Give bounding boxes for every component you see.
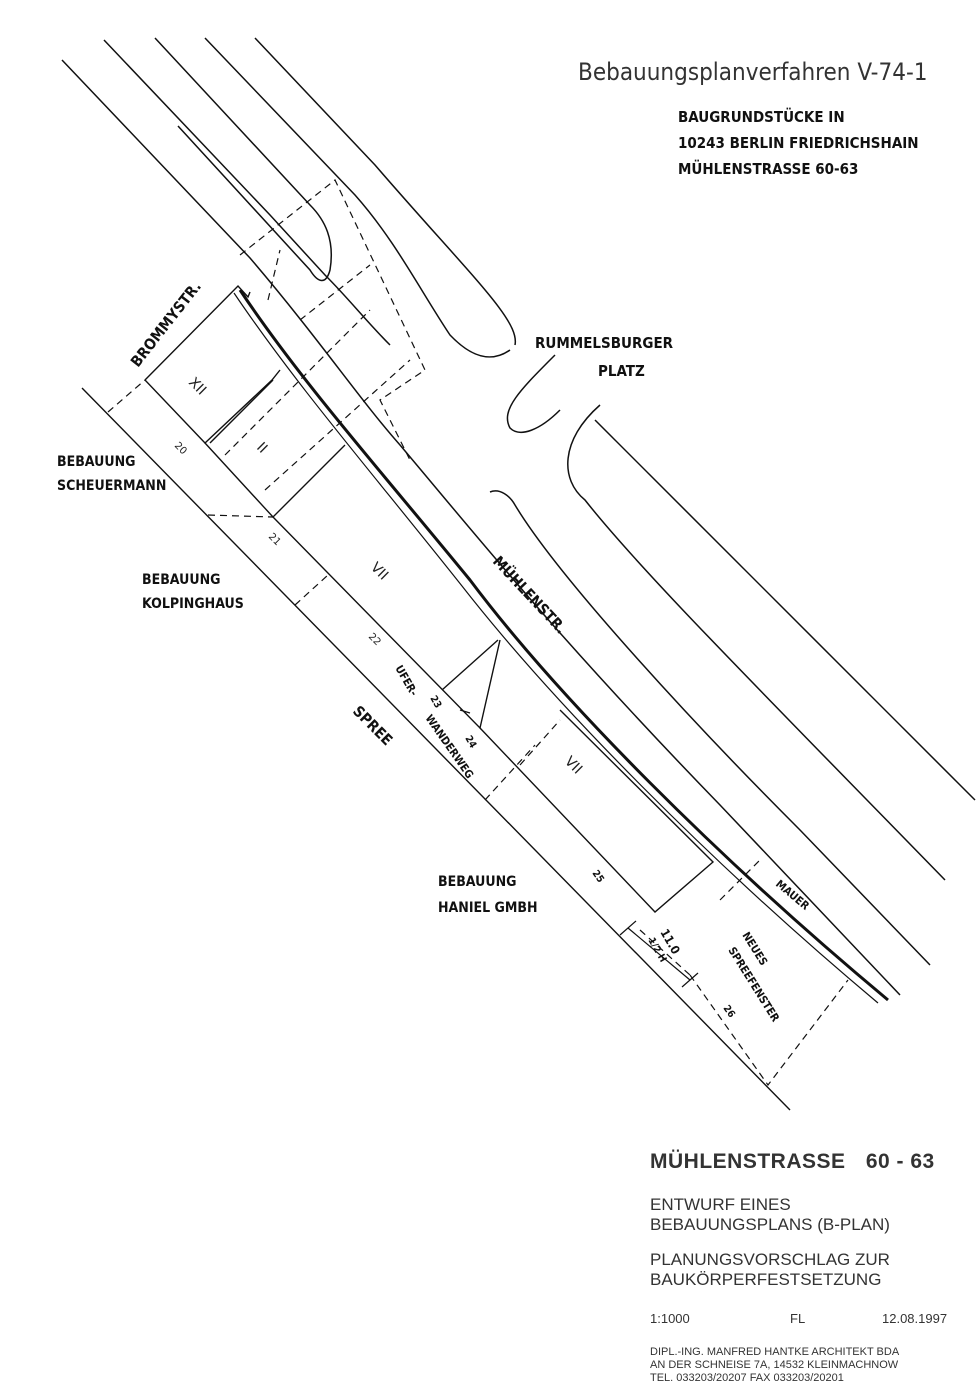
plot-22: 22 <box>366 631 383 648</box>
procedure-title: Bebauungsplanverfahren V-74-1 <box>578 58 927 86</box>
label-brommystr: BROMMYSTR. <box>127 278 205 371</box>
dimension-marker <box>619 920 699 988</box>
curb-west-inner <box>103 39 391 346</box>
site-line-2: 10243 BERLIN FRIEDRICHSHAIN <box>678 134 919 152</box>
office-3: TEL. 033203/20207 FAX 033203/20201 <box>650 1372 844 1384</box>
curb-median-b <box>204 37 511 358</box>
curb-rummelsburg-arc <box>506 354 561 433</box>
label-platz: PLATZ <box>598 362 645 380</box>
title-plan: PLANUNGSVORSCHLAG ZUR BAUKÖRPERFESTSETZU… <box>650 1250 970 1290</box>
label-spree: SPREE <box>349 702 396 749</box>
curb-island <box>567 404 946 881</box>
plot-20: 20 <box>172 440 189 457</box>
date: 12.08.1997 <box>882 1311 948 1326</box>
label-muehlenstr: MÜHLENSTR. <box>489 552 571 638</box>
label-rummelsburger: RUMMELSBURGER <box>535 334 674 352</box>
initials: FL <box>790 1311 806 1326</box>
curb-east-lower <box>594 419 976 801</box>
storey-vii-b: VII <box>561 754 585 778</box>
office-1: DIPL.-ING. MANFRED HANTKE ARCHITEKT BDA <box>650 1346 900 1358</box>
building-line <box>233 289 889 1004</box>
neighbour-kolping-2: KOLPINGHAUS <box>142 596 244 612</box>
title-meta: 1:1000 FL 12.08.1997 <box>650 1311 970 1327</box>
title-draft-2: BEBAUUNGSPLANS (B-PLAN) <box>650 1215 890 1234</box>
neighbour-scheuermann-2: SCHEUERMANN <box>57 478 166 494</box>
dashed-boundaries <box>107 179 849 1087</box>
title-plan-2: BAUKÖRPERFESTSETZUNG <box>650 1270 882 1289</box>
curb-west-outer <box>61 59 901 996</box>
neighbour-scheuermann-1: BEBAUUNG <box>57 454 135 470</box>
neighbour-kolping-1: BEBAUUNG <box>142 572 220 588</box>
title-draft-1: ENTWURF EINES <box>650 1195 791 1214</box>
storey-vii-a: VII <box>367 560 391 584</box>
storey-xii: XII <box>185 375 209 399</box>
title-office: DIPL.-ING. MANFRED HANTKE ARCHITEKT BDA … <box>650 1346 970 1386</box>
office-2: AN DER SCHNEISE 7A, 14532 KLEINMACHNOW <box>650 1359 899 1371</box>
storey-ii: II <box>253 440 270 457</box>
curb-median-a <box>154 37 332 282</box>
neighbour-haniel-2: HANIEL GMBH <box>438 900 538 916</box>
title-street: MÜHLENSTRASSE 60 - 63 <box>650 1150 970 1174</box>
plot-boundaries <box>81 284 791 1111</box>
plot-21: 21 <box>266 531 283 548</box>
plot-24: 24 <box>462 734 478 750</box>
neighbour-haniel-1: BEBAUUNG <box>438 874 516 890</box>
site-line-3: MÜHLENSTRASSE 60-63 <box>678 159 858 178</box>
title-draft: ENTWURF EINES BEBAUUNGSPLANS (B-PLAN) <box>650 1195 970 1235</box>
curb-median-long <box>489 490 931 966</box>
title-street-numbers: 60 - 63 <box>865 1150 935 1173</box>
title-street-name: MÜHLENSTRASSE <box>650 1150 846 1173</box>
label-ufer: UFER- <box>392 663 420 698</box>
title-plan-1: PLANUNGSVORSCHLAG ZUR <box>650 1250 890 1269</box>
scale: 1:1000 <box>650 1311 690 1326</box>
site-line-1: BAUGRUNDSTÜCKE IN <box>678 107 845 126</box>
street-curbs <box>61 37 976 996</box>
curb-east-upper <box>254 37 517 346</box>
plot-25: 25 <box>590 868 606 885</box>
plot-23: 23 <box>427 694 443 710</box>
plot-26: 26 <box>721 1003 737 1020</box>
